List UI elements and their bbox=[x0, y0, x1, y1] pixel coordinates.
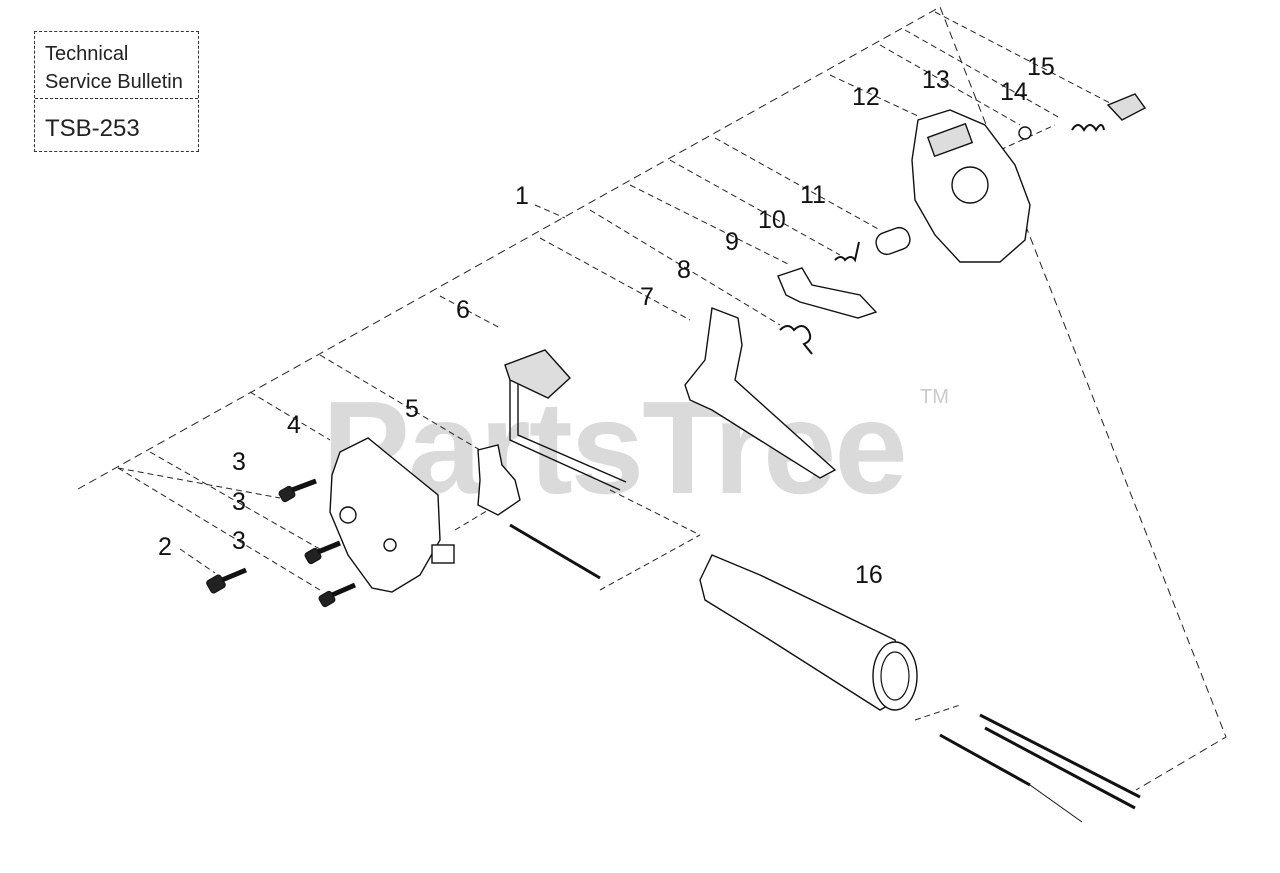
grip-tube-end bbox=[872, 641, 918, 711]
callout-12: 12 bbox=[852, 83, 880, 111]
housing-boss bbox=[951, 166, 989, 204]
part-nut bbox=[1018, 126, 1032, 140]
switch-wire bbox=[517, 384, 627, 483]
assembly-frame bbox=[77, 6, 1227, 791]
switch-wire bbox=[509, 380, 621, 491]
callout-3c: 3 bbox=[232, 527, 246, 555]
part-throttle-trigger bbox=[684, 307, 837, 479]
callout-3a: 3 bbox=[232, 448, 246, 476]
callout-10: 10 bbox=[758, 206, 786, 234]
callout-8: 8 bbox=[677, 256, 691, 284]
bulletin-title-line2: Service Bulletin bbox=[45, 71, 183, 93]
housing-hole bbox=[383, 538, 397, 552]
housing-detail bbox=[926, 122, 974, 158]
callout-11: 11 bbox=[800, 181, 826, 209]
part-spring-8 bbox=[779, 325, 813, 355]
part-housing-left bbox=[329, 437, 441, 593]
bulletin-box: Technical Service Bulletin TSB-253 bbox=[34, 31, 199, 152]
part-pin bbox=[875, 226, 911, 256]
leader-lines bbox=[117, 11, 1111, 721]
cables bbox=[939, 713, 1141, 823]
callout-13: 13 bbox=[922, 66, 950, 94]
housing-hole bbox=[339, 506, 357, 524]
bulletin-title: Technical Service Bulletin bbox=[35, 32, 198, 99]
part-lever bbox=[777, 267, 878, 319]
part-cap bbox=[1106, 93, 1147, 121]
callout-1: 1 bbox=[515, 182, 529, 210]
callout-6: 6 bbox=[456, 296, 470, 324]
bulletin-title-line1: Technical bbox=[45, 43, 129, 65]
part-spring-14 bbox=[1071, 124, 1105, 132]
bulletin-code: TSB-253 bbox=[45, 115, 140, 142]
callout-14: 14 bbox=[1000, 78, 1028, 106]
callout-9: 9 bbox=[725, 228, 739, 256]
part-bracket bbox=[477, 444, 521, 516]
callout-16: 16 bbox=[855, 561, 883, 589]
housing-tab bbox=[431, 544, 455, 564]
callout-15: 15 bbox=[1027, 53, 1055, 81]
callout-5: 5 bbox=[405, 395, 419, 423]
callout-7: 7 bbox=[640, 283, 654, 311]
part-spring-10 bbox=[834, 241, 860, 263]
grip-tube-bore bbox=[880, 651, 910, 701]
callout-4: 4 bbox=[287, 411, 301, 439]
callout-2: 2 bbox=[158, 533, 172, 561]
part-switch bbox=[504, 349, 571, 399]
pin-rod bbox=[509, 523, 601, 580]
callout-labels: 1 2 3 3 3 4 5 6 7 8 9 10 11 12 13 14 15 … bbox=[158, 53, 1055, 589]
callout-3b: 3 bbox=[232, 488, 246, 516]
watermark-trademark: TM bbox=[920, 386, 949, 408]
part-screws bbox=[206, 478, 356, 608]
